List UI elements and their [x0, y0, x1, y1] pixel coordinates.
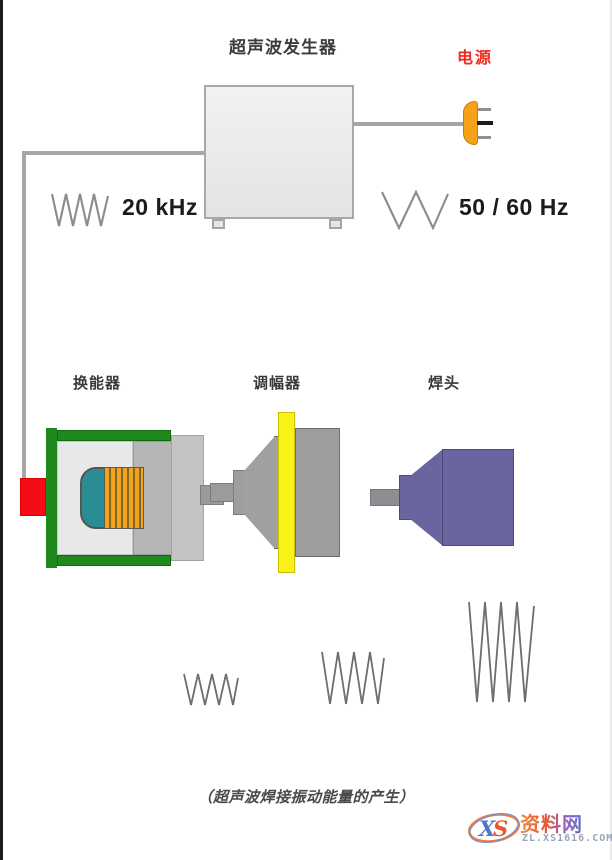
- xs-logo-icon: X S: [467, 813, 521, 843]
- transducer-piezo-stack: [104, 467, 144, 529]
- svg-text:S: S: [493, 816, 508, 841]
- watermark-url: ZL.XS1616.COM: [522, 833, 612, 844]
- amplitude-waveform-small-icon: [183, 673, 239, 706]
- waveform-5060hz-icon: [381, 189, 449, 230]
- booster-label: 调幅器: [253, 374, 302, 392]
- booster-mounting-flange: [278, 412, 295, 573]
- transducer-frame-bottom: [57, 555, 171, 566]
- booster-input-stud: [210, 483, 234, 502]
- booster-taper: [244, 436, 275, 549]
- plug-prong-top: [477, 108, 491, 111]
- plug-prong-middle: [477, 121, 493, 125]
- horn-input-stud: [370, 489, 400, 506]
- power-plug-icon: [463, 101, 478, 145]
- watermark-brand: 资料网: [520, 808, 583, 837]
- generator-foot-right: [329, 219, 342, 229]
- amplitude-waveform-medium-icon: [321, 651, 385, 705]
- svg-text:X: X: [477, 816, 496, 841]
- transducer-assembly: [14, 425, 224, 575]
- power-source-label: 电源: [457, 48, 494, 67]
- plug-prong-bottom: [477, 136, 491, 139]
- cable-generator-to-plug: [354, 122, 464, 126]
- amplitude-waveform-large-icon: [468, 601, 535, 703]
- frequency-input-label: 50 / 60 Hz: [459, 194, 569, 220]
- transducer-label: 换能器: [73, 374, 122, 392]
- transducer-electrical-connector: [20, 478, 46, 516]
- transducer-frame-left: [46, 428, 57, 568]
- figure-caption: （超声波焊接振动能量的产生）: [197, 788, 415, 806]
- generator-title: 超声波发生器: [229, 38, 337, 58]
- horn-assembly: [370, 432, 530, 562]
- cable-generator-to-transducer-vertical: [22, 151, 26, 495]
- cable-generator-to-transducer-horizontal: [22, 151, 206, 155]
- horn-label: 焊头: [428, 374, 461, 392]
- horn-taper: [411, 449, 443, 546]
- booster-assembly: [210, 410, 340, 575]
- generator-foot-left: [212, 219, 225, 229]
- booster-collar: [233, 470, 245, 515]
- watermark: X S 资料网 ZL.XS1616.COM: [466, 806, 612, 854]
- transducer-frame-top: [57, 430, 171, 441]
- page-edge-left: [0, 0, 3, 860]
- waveform-20khz-icon: [50, 193, 110, 227]
- booster-body: [295, 428, 340, 557]
- ultrasonic-generator-box: [204, 85, 354, 219]
- page-edge-right: [610, 0, 612, 860]
- frequency-output-label: 20 kHz: [122, 194, 198, 220]
- transducer-front-mass: [80, 467, 108, 529]
- horn-collar: [399, 475, 412, 520]
- horn-body: [442, 449, 514, 546]
